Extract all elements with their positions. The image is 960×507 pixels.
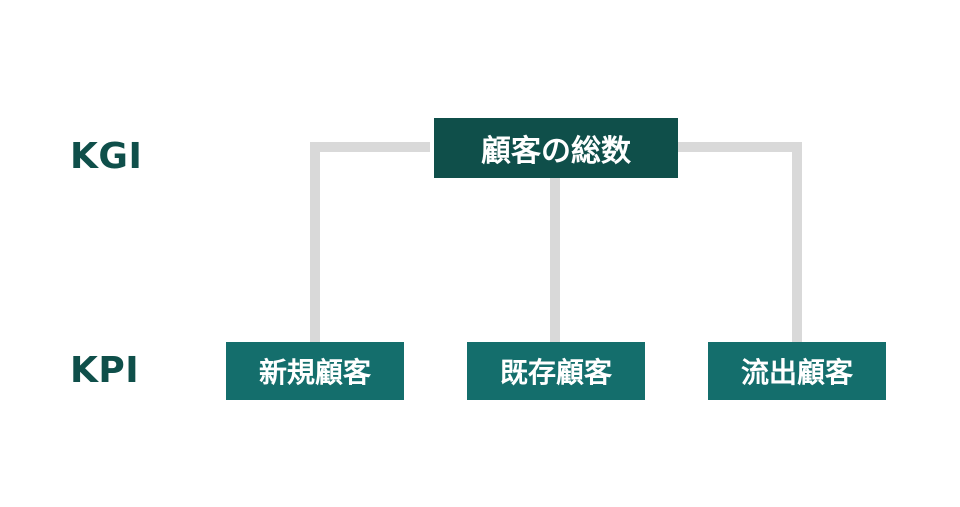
child-node-new-customers: 新規顧客: [226, 342, 404, 400]
connector-left-vertical: [310, 142, 320, 342]
connector-root-to-left-horizontal: [310, 142, 430, 152]
child-node-existing-customers: 既存顧客: [467, 342, 645, 400]
root-node-total-customers: 顧客の総数: [434, 118, 678, 178]
connector-center-vertical: [550, 178, 560, 342]
connector-right-vertical: [792, 142, 802, 342]
connector-root-to-right-horizontal: [678, 142, 802, 152]
child-node-churned-customers: 流出顧客: [708, 342, 886, 400]
kgi-level-label: KGI: [70, 136, 143, 177]
kpi-level-label: KPI: [70, 350, 140, 391]
